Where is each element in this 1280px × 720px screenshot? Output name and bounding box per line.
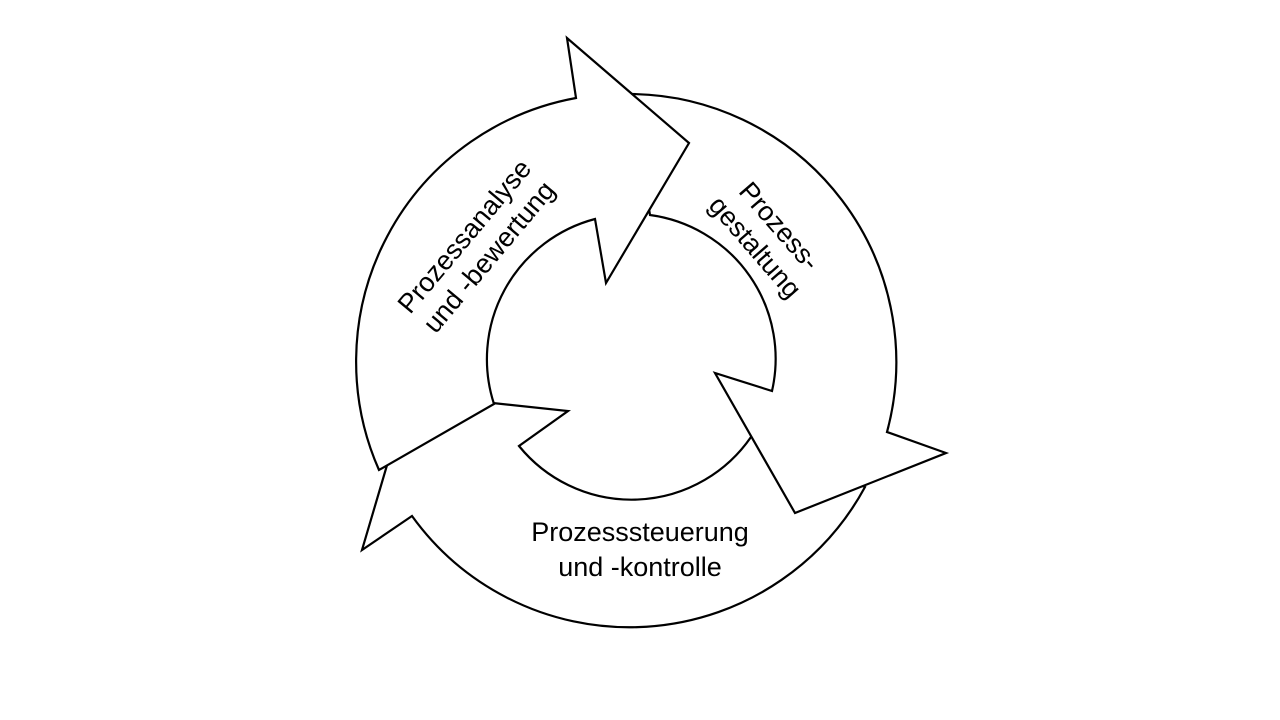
cycle-arrow-steuerung [360, 392, 867, 629]
stage-label-steuerung-line2: und -kontrolle [558, 552, 722, 582]
cycle-arrow-analyse [355, 35, 691, 472]
cycle-arrow-gestaltung [629, 92, 950, 515]
stage-label-steuerung-line1: Prozesssteuerung [531, 517, 749, 547]
